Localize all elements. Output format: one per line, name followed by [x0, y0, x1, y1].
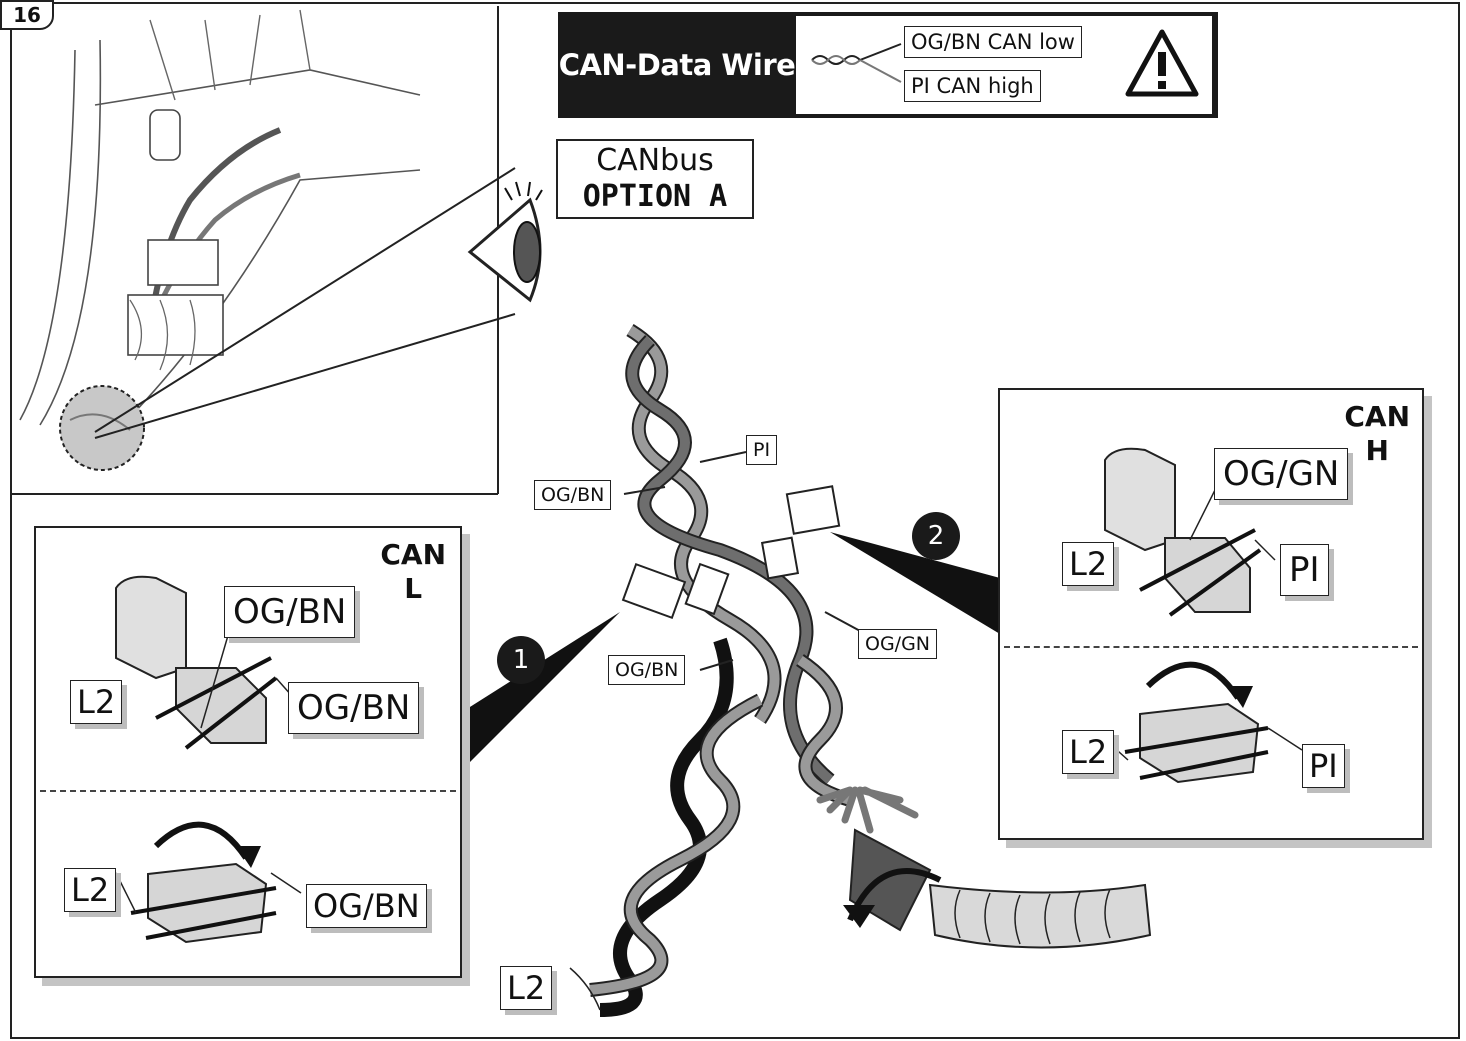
- can-h-top-wire-right-label: PI: [1280, 544, 1329, 596]
- can-low-label: OG/BN CAN low: [904, 26, 1082, 58]
- can-l-title-line1: CAN: [380, 538, 446, 571]
- can-h-title: CAN H: [1344, 400, 1410, 468]
- can-l-top-l2-label: L2: [70, 680, 123, 724]
- can-h-connector-closed-illustration: [1099, 661, 1303, 784]
- can-l-top-wire-upper-label: OG/BN: [224, 586, 356, 638]
- callout-number-1: 1: [497, 636, 545, 684]
- can-data-wire-legend: CAN-Data Wire OG/BN CAN low PI CAN high: [558, 12, 1218, 118]
- wire-label-og-bn-mid: OG/BN: [608, 655, 686, 685]
- can-h-divider: [1004, 646, 1418, 648]
- can-l-connector-closed-illustration: [115, 821, 302, 944]
- callout-number-2: 2: [912, 512, 960, 560]
- can-h-top-l2-label: L2: [1062, 542, 1115, 586]
- can-l-divider: [40, 790, 456, 792]
- wire-label-l2: L2: [500, 966, 553, 1010]
- twisted-wire-icon: [811, 43, 902, 83]
- can-h-bottom-wire-label: PI: [1302, 744, 1345, 788]
- option-label: OPTION A: [582, 179, 728, 214]
- step-number-badge: 16: [0, 0, 54, 30]
- can-l-connector-open-illustration: [115, 575, 293, 750]
- can-h-title-line2: H: [1365, 434, 1389, 467]
- can-h-connector-open-illustration: [1104, 447, 1276, 617]
- can-h-title-line1: CAN: [1344, 400, 1410, 433]
- can-l-bottom-l2-label: L2: [64, 868, 117, 912]
- canbus-label: CANbus: [596, 143, 714, 178]
- can-l-bottom-wire-label: OG/BN: [306, 884, 427, 928]
- can-l-title: CAN L: [380, 538, 446, 606]
- diagram-frame: [10, 2, 1460, 1039]
- can-l-title-line2: L: [404, 572, 423, 605]
- can-h-top-wire-upper-label: OG/GN: [1214, 448, 1349, 500]
- can-data-wire-panel: OG/BN CAN low PI CAN high: [796, 16, 1212, 114]
- wire-label-pi: PI: [746, 435, 778, 465]
- canbus-option-box: CANbus OPTION A: [556, 139, 754, 219]
- can-h-bottom-l2-label: L2: [1062, 730, 1115, 774]
- can-data-wire-title: CAN-Data Wire: [558, 48, 796, 82]
- wire-label-og-bn-top: OG/BN: [534, 480, 612, 510]
- wire-label-og-gn: OG/GN: [858, 629, 938, 659]
- can-l-top-wire-right-label: OG/BN: [288, 682, 420, 734]
- warning-triangle-icon: [1125, 29, 1199, 97]
- can-h-panel: CAN H OG/GN PI L2 L2 PI: [998, 388, 1424, 840]
- can-high-label: PI CAN high: [904, 70, 1041, 102]
- can-l-panel: CAN L OG/BN OG/BN L2 L2 OG/BN: [34, 526, 462, 978]
